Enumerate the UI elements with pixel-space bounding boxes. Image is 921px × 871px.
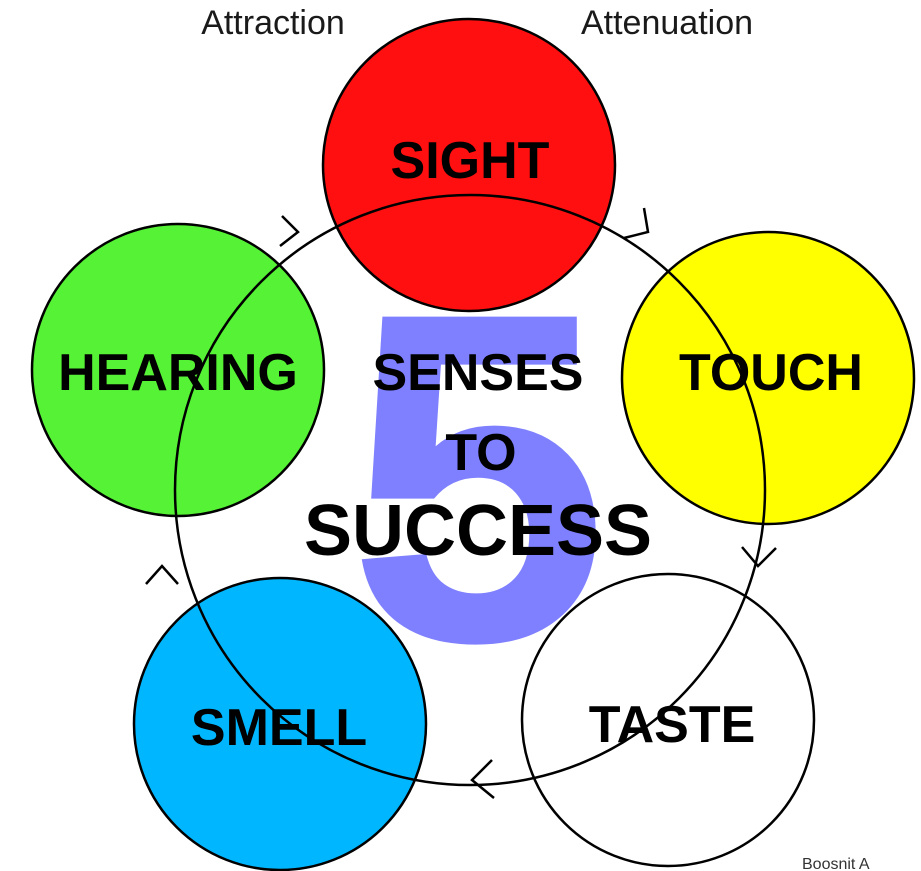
arrow-icon bbox=[145, 564, 179, 585]
arrow-icon bbox=[623, 207, 650, 240]
arrow-icon bbox=[741, 546, 777, 568]
hearing-label: HEARING bbox=[58, 344, 298, 402]
credit-text: Boosnit A bbox=[802, 856, 870, 871]
smell-label: SMELL bbox=[191, 699, 367, 757]
center-success-text: SUCCESS bbox=[304, 491, 652, 571]
center-to-text: TO bbox=[445, 424, 516, 482]
center-senses-text: SENSES bbox=[373, 344, 584, 402]
attenuation-label: Attenuation bbox=[581, 4, 753, 42]
smell-circle bbox=[132, 576, 428, 871]
sight-circle bbox=[321, 17, 617, 313]
hearing-circle bbox=[30, 222, 326, 518]
touch-circle bbox=[620, 230, 916, 526]
arrow-icon bbox=[470, 759, 495, 799]
attraction-label: Attraction bbox=[201, 4, 345, 42]
touch-label: TOUCH bbox=[679, 344, 863, 402]
arrow-icon bbox=[279, 215, 300, 247]
cycle-ring bbox=[173, 193, 767, 787]
taste-label: TASTE bbox=[589, 696, 756, 754]
taste-circle bbox=[520, 572, 816, 868]
cycle-arrows bbox=[145, 207, 777, 799]
sight-label: SIGHT bbox=[391, 132, 550, 190]
